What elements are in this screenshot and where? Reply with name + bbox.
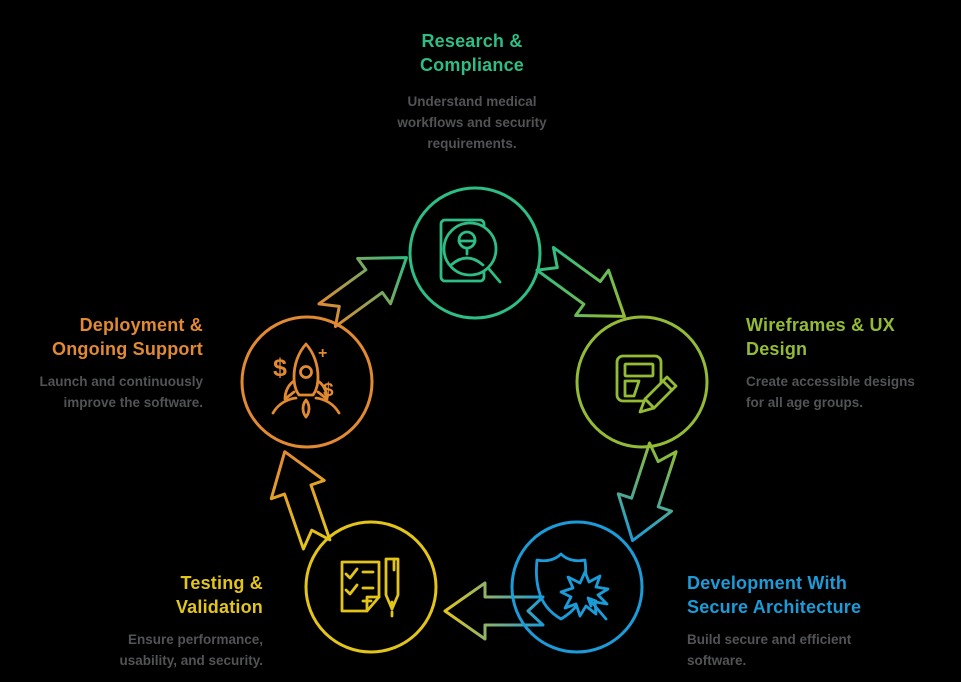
- stage-label-research: Research & Compliance Understand medical…: [352, 29, 592, 154]
- desc-line: Launch and continuously: [39, 374, 203, 389]
- node-circle-research: [408, 186, 542, 320]
- stage-label-development: Development With Secure Architecture Bui…: [687, 571, 907, 671]
- dollar-glyph-right: $: [323, 380, 334, 401]
- stage-description: Ensure performance, usability, and secur…: [53, 629, 263, 671]
- checklist-pen-icon: [340, 557, 400, 618]
- desc-line: improve the software.: [63, 395, 203, 410]
- desc-line: Create accessible designs: [746, 374, 915, 389]
- title-line: Deployment &: [79, 315, 203, 335]
- node-circle-testing: [304, 520, 438, 654]
- title-line: Compliance: [419, 55, 525, 75]
- desc-line: Understand medical: [407, 94, 537, 109]
- plus-glyph: +: [318, 345, 327, 362]
- node-circle-development: [510, 520, 644, 654]
- stage-description: Build secure and efficient software.: [687, 629, 907, 671]
- node-circle-wireframes: [575, 315, 709, 449]
- desc-line: Build secure and efficient: [687, 632, 852, 647]
- desc-line: requirements.: [427, 136, 517, 151]
- stage-label-testing: Testing & Validation Ensure performance,…: [53, 571, 263, 671]
- dollar-glyph-left: $: [273, 354, 287, 382]
- title-line: Ongoing Support: [52, 339, 203, 359]
- document-user-search-icon: [439, 218, 502, 284]
- arrow-wireframes-to-development: [616, 441, 678, 543]
- stage-title: Research & Compliance: [352, 29, 592, 77]
- desc-line: workflows and security: [397, 115, 547, 130]
- desc-line: usability, and security.: [119, 653, 263, 668]
- title-line: Validation: [175, 597, 263, 617]
- title-line: Wireframes & UX: [746, 315, 895, 335]
- desc-line: Ensure performance,: [127, 632, 263, 647]
- stage-title: Deployment & Ongoing Support: [0, 313, 203, 361]
- node-circle-deployment: [240, 315, 374, 449]
- stage-description: Understand medical workflows and securit…: [352, 91, 592, 154]
- title-line: Development With: [687, 573, 848, 593]
- stage-description: Create accessible designs for all age gr…: [746, 371, 951, 413]
- shield-click-icon: [535, 552, 610, 621]
- desc-line: software.: [687, 653, 747, 668]
- stage-label-wireframes: Wireframes & UX Design Create accessible…: [746, 313, 951, 413]
- stage-description: Launch and continuously improve the soft…: [0, 371, 203, 413]
- desc-line: for all age groups.: [746, 395, 864, 410]
- arrow-testing-to-deployment: [269, 450, 332, 551]
- title-line: Testing &: [180, 573, 263, 593]
- stage-label-deployment: Deployment & Ongoing Support Launch and …: [0, 313, 203, 413]
- title-line: Design: [746, 339, 808, 359]
- stage-title: Development With Secure Architecture: [687, 571, 907, 619]
- stage-title: Wireframes & UX Design: [746, 313, 951, 361]
- arrow-deployment-to-research: [317, 256, 408, 329]
- title-line: Research &: [421, 31, 523, 51]
- rocket-dollar-icon: $ $ +: [271, 342, 341, 419]
- stage-title: Testing & Validation: [53, 571, 263, 619]
- arrow-research-to-wireframes: [535, 245, 626, 318]
- title-line: Secure Architecture: [687, 597, 862, 617]
- wireframe-pencil-icon: [615, 354, 678, 414]
- arrow-development-to-testing: [443, 581, 545, 641]
